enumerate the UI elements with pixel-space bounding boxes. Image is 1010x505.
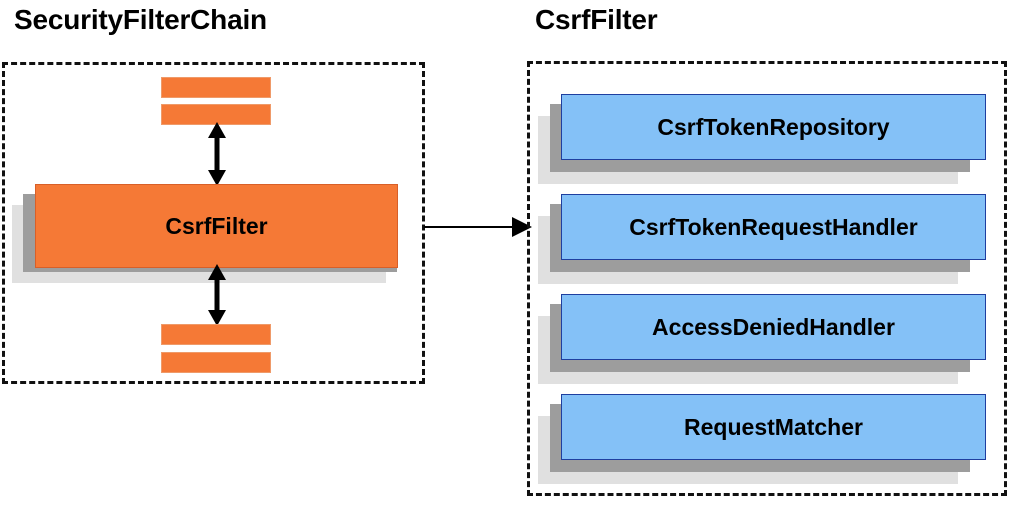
collaborator-label: CsrfTokenRepository [657,113,890,140]
collaborator-label: RequestMatcher [684,413,863,440]
csrf-filter-box[interactable]: CsrfFilter [12,184,422,286]
page-title-security-filter-chain: SecurityFilterChain [14,4,267,35]
filter-slab-below-2 [161,352,271,373]
double-arrow-below-icon [208,264,226,326]
double-arrow-above-icon [208,122,226,186]
security-filter-chain-container [2,62,425,384]
page-title-csrf-filter: CsrfFilter [535,4,658,35]
collaborator-label: AccessDeniedHandler [652,313,895,340]
csrf-filter-face[interactable]: CsrfFilter [35,184,398,268]
csrf-filter-detail-arrow-icon [424,217,532,237]
collaborator-box-csrf-token-repository[interactable]: CsrfTokenRepository [538,94,998,184]
collaborator-face[interactable]: CsrfTokenRepository [561,94,986,160]
csrf-filter-label: CsrfFilter [165,212,268,239]
collaborator-box-request-matcher[interactable]: RequestMatcher [538,394,998,484]
collaborator-box-access-denied-handler[interactable]: AccessDeniedHandler [538,294,998,384]
csrf-filter-collaborators-container [527,61,1007,496]
filter-slab-above-1 [161,77,271,98]
filter-slab-below-1 [161,324,271,345]
collaborator-face[interactable]: CsrfTokenRequestHandler [561,194,986,260]
collaborator-face[interactable]: RequestMatcher [561,394,986,460]
collaborator-label: CsrfTokenRequestHandler [629,213,918,240]
collaborator-box-csrf-token-request-handler[interactable]: CsrfTokenRequestHandler [538,194,998,284]
collaborator-face[interactable]: AccessDeniedHandler [561,294,986,360]
